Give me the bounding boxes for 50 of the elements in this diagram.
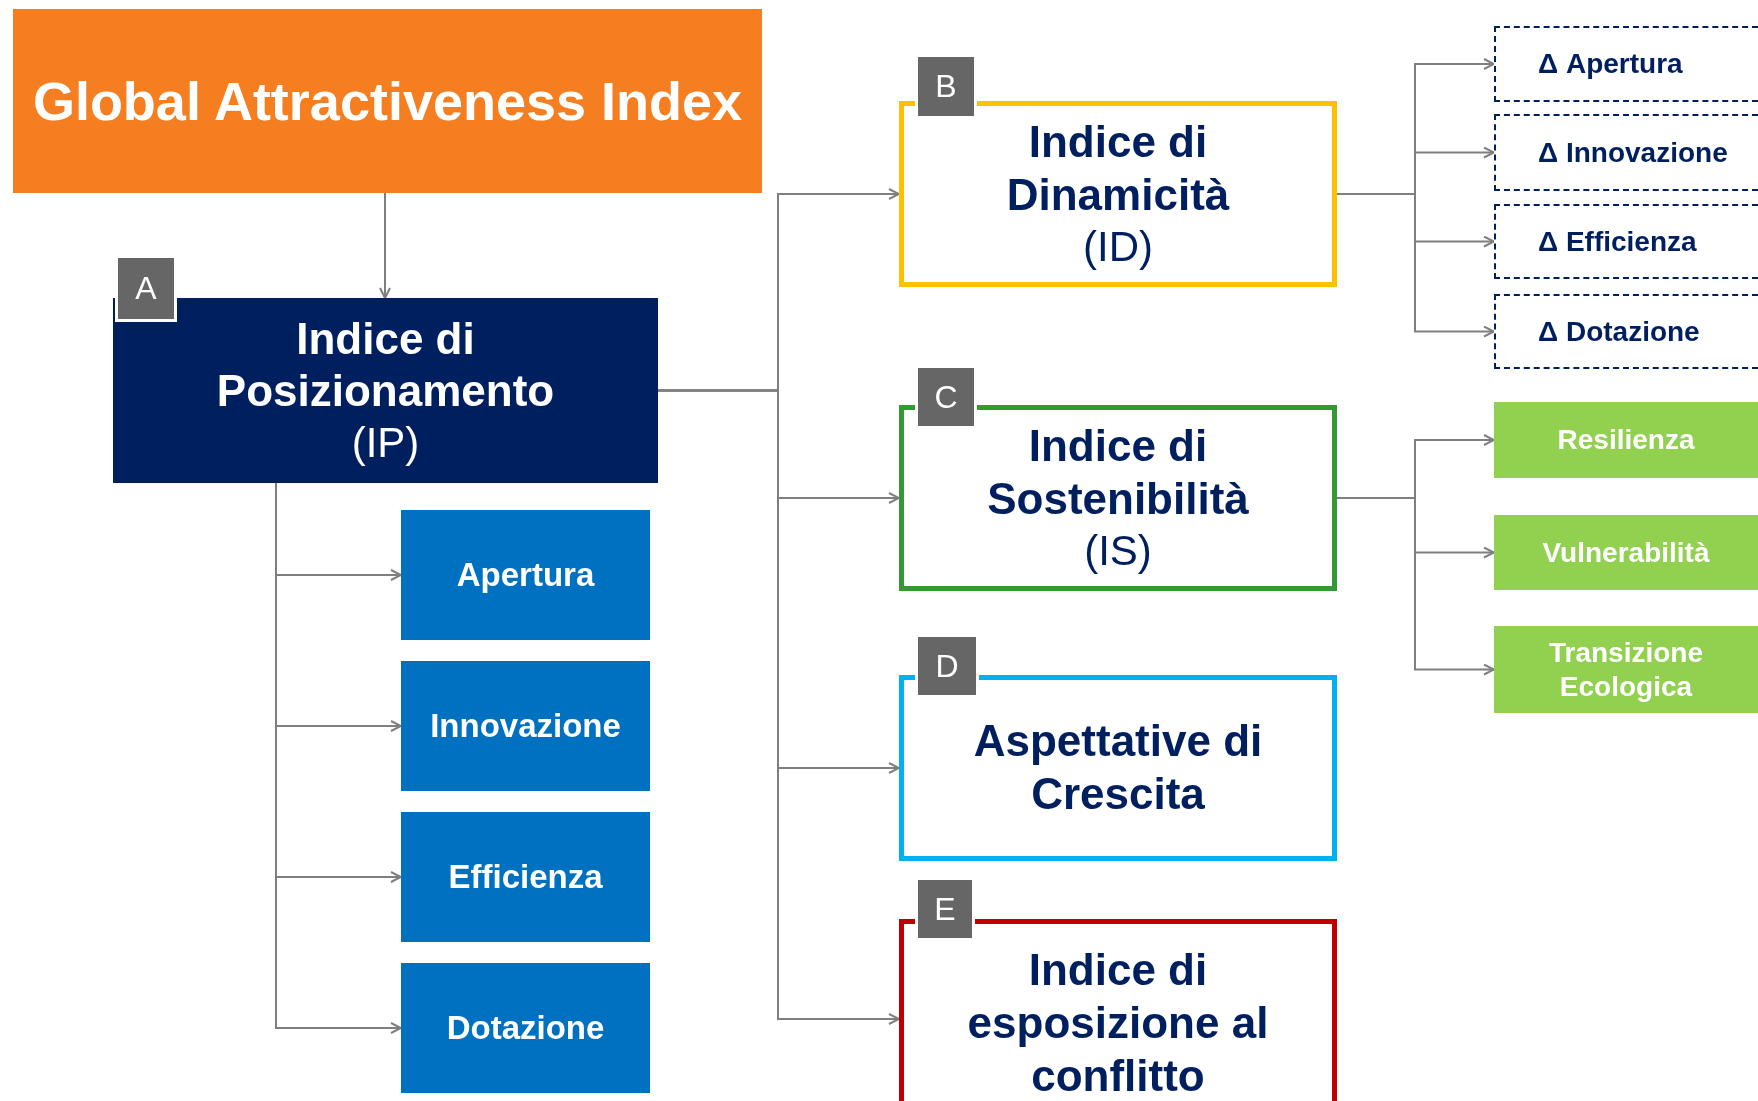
letter-badge xyxy=(915,877,975,941)
badge-letter: A xyxy=(134,269,158,308)
letter-badge xyxy=(915,54,977,119)
letter-badge xyxy=(915,365,977,429)
component-label: Transizione Ecologica xyxy=(1547,635,1704,704)
index-box xyxy=(899,101,1337,287)
component-label: Δ Efficienza xyxy=(1537,224,1698,259)
delta-component-box xyxy=(1494,26,1758,102)
sustainability-component-box xyxy=(1494,626,1758,713)
component-label: Dotazione xyxy=(445,1008,606,1048)
component-label: Vulnerabilità xyxy=(1541,535,1711,570)
index-title: Indice di Dinamicità xyxy=(1005,116,1231,221)
title-box xyxy=(13,9,762,193)
delta-component-box xyxy=(1494,204,1758,279)
component-box xyxy=(401,963,650,1093)
connector-arrow xyxy=(1336,497,1495,676)
index-title: Indice di Sostenibilità xyxy=(986,420,1250,525)
badge-letter: C xyxy=(933,377,959,417)
connector-arrow xyxy=(1336,193,1495,338)
title-text: Global Attractiveness Index xyxy=(31,69,744,133)
connector-arrow xyxy=(657,389,900,1025)
component-label: Resilienza xyxy=(1556,423,1696,457)
index-abbreviation: (IS) xyxy=(1083,525,1153,576)
component-label: Innovazione xyxy=(429,706,622,746)
component-box xyxy=(401,812,650,942)
sustainability-component-box xyxy=(1494,515,1758,590)
index-title: Indice di esposizione al conflitto xyxy=(966,944,1270,1101)
delta-component-box xyxy=(1494,114,1758,191)
component-label: Δ Innovazione xyxy=(1537,135,1729,170)
delta-component-box xyxy=(1494,294,1758,369)
badge-letter: B xyxy=(934,67,958,106)
letter-badge xyxy=(915,634,979,698)
component-box xyxy=(401,661,650,791)
badge-letter: D xyxy=(934,646,960,686)
connector-arrow xyxy=(379,192,391,299)
index-abbreviation: (ID) xyxy=(1082,221,1154,272)
component-label: Apertura xyxy=(455,555,596,595)
letter-badge xyxy=(115,255,177,322)
index-title: Indice di Posizionamento xyxy=(215,312,556,418)
badge-letter: E xyxy=(933,889,957,929)
component-box xyxy=(401,510,650,640)
index-box xyxy=(899,675,1337,861)
component-label: Efficienza xyxy=(447,857,604,897)
component-label: Δ Dotazione xyxy=(1537,314,1701,349)
index-title: Aspettative di Crescita xyxy=(972,715,1264,820)
index-box xyxy=(899,919,1337,1101)
component-label: Δ Apertura xyxy=(1537,47,1684,81)
index-box xyxy=(113,298,658,483)
index-abbreviation: (IP) xyxy=(350,418,421,469)
sustainability-component-box xyxy=(1494,402,1758,478)
